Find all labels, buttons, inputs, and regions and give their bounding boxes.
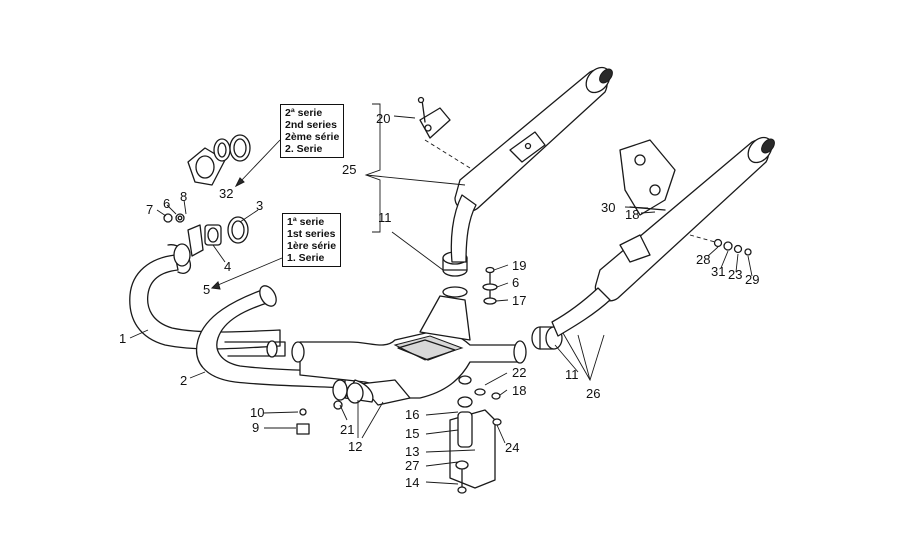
callout-26: 26 — [586, 386, 600, 401]
upper-mount-bracket — [417, 96, 471, 169]
note-second-series-line-2: 2nd series — [285, 119, 337, 131]
callout-2: 2 — [180, 373, 187, 388]
callout-15: 15 — [405, 426, 419, 441]
note-arrows — [210, 139, 283, 290]
callout-18-lower: 18 — [512, 383, 526, 398]
callout-21: 21 — [340, 422, 354, 437]
callout-17: 17 — [512, 293, 526, 308]
callout-12: 12 — [348, 439, 362, 454]
note-first-series-line-1: 1ª serie — [287, 216, 325, 228]
callout-9: 9 — [252, 420, 259, 435]
callout-30: 30 — [601, 200, 615, 215]
callout-19: 19 — [512, 258, 526, 273]
callout-labels: 1 2 3 4 5 6 7 8 9 10 11 11 12 13 14 15 1… — [119, 111, 759, 490]
note-second-series-line-4: 2. Serie — [285, 143, 323, 155]
callout-29: 29 — [745, 272, 759, 287]
callout-31: 31 — [711, 264, 725, 279]
lower-support — [449, 375, 502, 494]
callout-7: 7 — [146, 202, 153, 217]
note-first-series: 1ª serie 1st series 1ère série 1. Serie — [282, 213, 342, 267]
leader-lines — [129, 103, 753, 485]
callout-8: 8 — [180, 189, 187, 204]
callout-11-right: 11 — [565, 367, 579, 382]
callout-20: 20 — [376, 111, 390, 126]
bolt-stack — [482, 266, 498, 305]
callout-28: 28 — [696, 252, 710, 267]
header-pipe-1 — [129, 244, 281, 350]
callout-18-right: 18 — [625, 207, 639, 222]
callout-23: 23 — [728, 267, 742, 282]
callout-6-left: 6 — [163, 196, 170, 211]
callout-22: 22 — [512, 365, 526, 380]
note-first-series-line-2: 1st series — [287, 228, 336, 240]
callout-13: 13 — [405, 444, 419, 459]
note-first-series-line-3: 1ère série — [287, 240, 337, 252]
callout-5: 5 — [203, 282, 210, 297]
clamp-lower — [332, 379, 348, 410]
right-mount-bracket — [619, 139, 752, 256]
collector-box — [291, 286, 527, 406]
callout-3: 3 — [256, 198, 263, 213]
flange-assembly — [163, 213, 249, 267]
lower-fasteners — [296, 408, 310, 435]
callout-16: 16 — [405, 407, 419, 422]
muffler-right — [551, 136, 775, 337]
callout-10: 10 — [250, 405, 264, 420]
callout-25: 25 — [342, 162, 356, 177]
note-second-series-line-1: 2ª serie — [285, 107, 323, 119]
callout-14: 14 — [405, 475, 419, 490]
callout-24: 24 — [505, 440, 519, 455]
gasket-set — [187, 134, 251, 186]
note-first-series-line-4: 1. Serie — [287, 252, 325, 264]
callout-27: 27 — [405, 458, 419, 473]
callout-11-upper: 11 — [378, 210, 392, 225]
note-second-series-line-3: 2ème série — [285, 131, 340, 143]
note-second-series: 2ª serie 2nd series 2ème série 2. Serie — [280, 104, 345, 158]
muffler-upper — [450, 66, 613, 263]
callout-6-right: 6 — [512, 275, 519, 290]
callout-32: 32 — [219, 186, 233, 201]
callout-4: 4 — [224, 259, 231, 274]
callout-1: 1 — [119, 331, 126, 346]
